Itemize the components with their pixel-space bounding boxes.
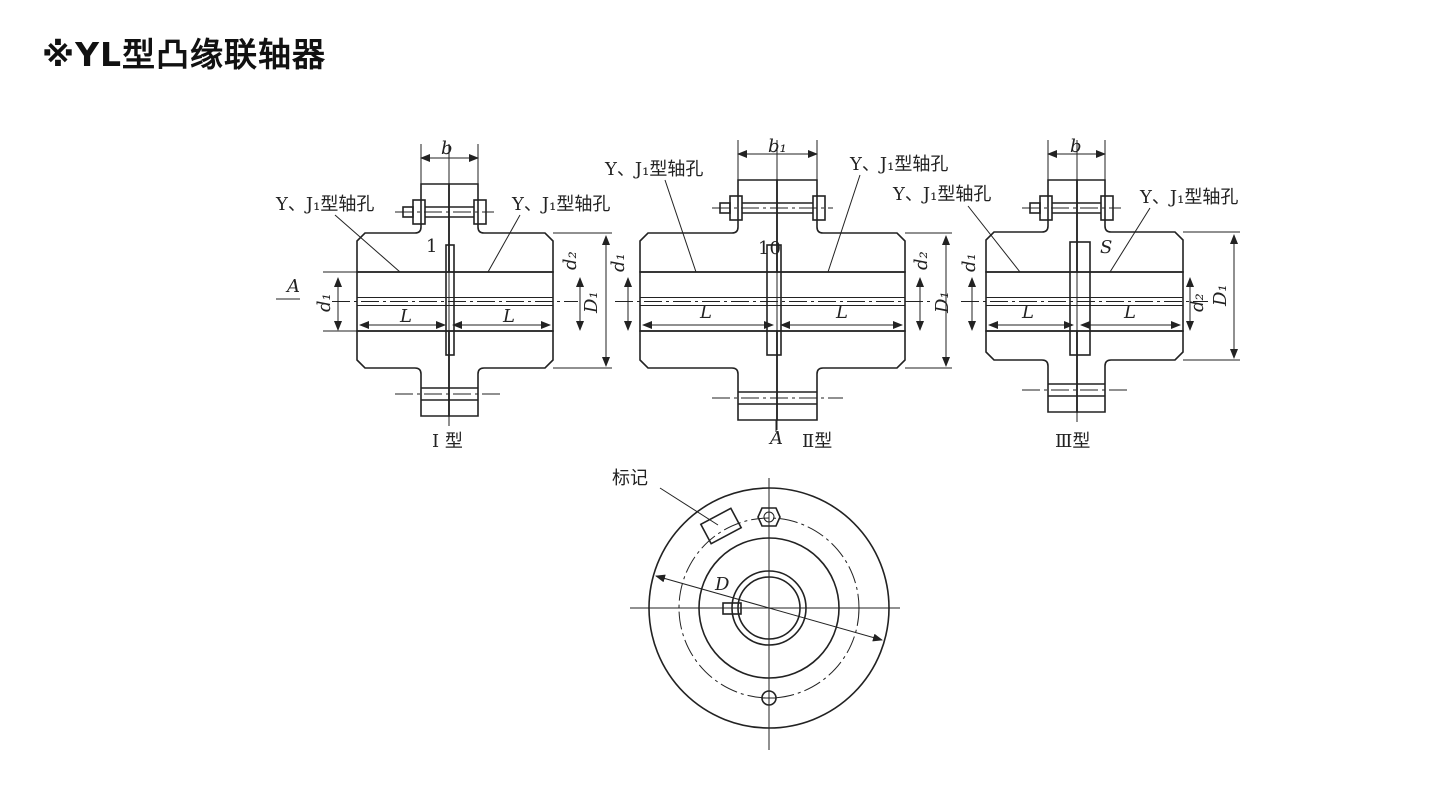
bore-label: Y、J₁型轴孔 <box>1139 187 1238 208</box>
hub-left-lower <box>985 330 1078 413</box>
dim-d2-label: d₂ <box>560 251 581 270</box>
bore-label: Y、J₁型轴孔 <box>511 194 610 215</box>
hub-right-lower <box>1076 330 1184 413</box>
bolt-icon <box>763 511 775 523</box>
gap-label: 10 <box>758 238 781 259</box>
dim-D-label: D <box>714 574 730 595</box>
dim-L-label: L <box>1021 302 1034 323</box>
bore-label: Y、J₁型轴孔 <box>892 184 991 205</box>
hub-left-lower <box>356 330 450 417</box>
leader-line <box>487 214 521 273</box>
dim-D1-label: D₁ <box>581 291 602 314</box>
section-a-label: A <box>768 428 783 449</box>
leader-line <box>664 179 697 273</box>
mark-label: 标记 <box>612 468 648 489</box>
leader-line <box>659 487 719 526</box>
dim-b-label: b <box>1070 136 1082 157</box>
bore-label: Y、J₁型轴孔 <box>604 159 703 180</box>
hub-left-upper <box>639 179 778 273</box>
page-title: ※YL型凸缘联轴器 <box>42 35 327 74</box>
mark-icon <box>699 507 743 545</box>
view-label-type3: Ⅲ型 <box>1055 431 1090 452</box>
spacer-gap <box>766 244 782 356</box>
dim-d2-label: d₂ <box>911 251 932 270</box>
hub-left-upper <box>985 179 1078 273</box>
dim-d1-label: d₁ <box>608 253 629 272</box>
dim-d2-label: d₂ <box>1187 293 1208 312</box>
dim-L-label: L <box>1123 302 1136 323</box>
bore-label: Y、J₁型轴孔 <box>275 194 374 215</box>
dim-L-label: L <box>399 306 412 327</box>
leader-line <box>827 174 861 273</box>
dim-L-label: L <box>502 306 515 327</box>
dim-D1-label: D₁ <box>1210 284 1231 307</box>
spacer-gap <box>445 244 455 356</box>
view-label-type2: Ⅱ型 <box>802 431 832 452</box>
hub-right-lower <box>776 330 906 421</box>
leader-line <box>967 205 1021 273</box>
dim-L-label: L <box>835 302 848 323</box>
hub-right-upper <box>776 179 906 273</box>
nut-icon <box>757 507 781 527</box>
gap-s-label: S <box>1100 237 1112 258</box>
dim-D-arrow <box>655 574 883 642</box>
outer-flange-circle <box>648 487 890 729</box>
view-label-type1: I 型 <box>432 431 463 452</box>
dim-D1-label: D₁ <box>932 291 953 314</box>
gap-label: 1 <box>426 236 437 257</box>
dim-d1-label: d₁ <box>959 253 980 272</box>
dim-b1-label: b₁ <box>768 136 787 157</box>
hub-left-lower <box>639 330 778 421</box>
dim-L-label: L <box>699 302 712 323</box>
hub-right-lower <box>448 330 554 417</box>
section-a-label: A <box>285 276 300 297</box>
dim-b-label: b <box>441 138 453 159</box>
spacer-ring <box>1069 241 1091 356</box>
bore-label: Y、J₁型轴孔 <box>849 154 948 175</box>
dim-d1-label: d₁ <box>314 293 335 312</box>
leader-line <box>334 214 401 273</box>
leader-line <box>1109 207 1151 273</box>
